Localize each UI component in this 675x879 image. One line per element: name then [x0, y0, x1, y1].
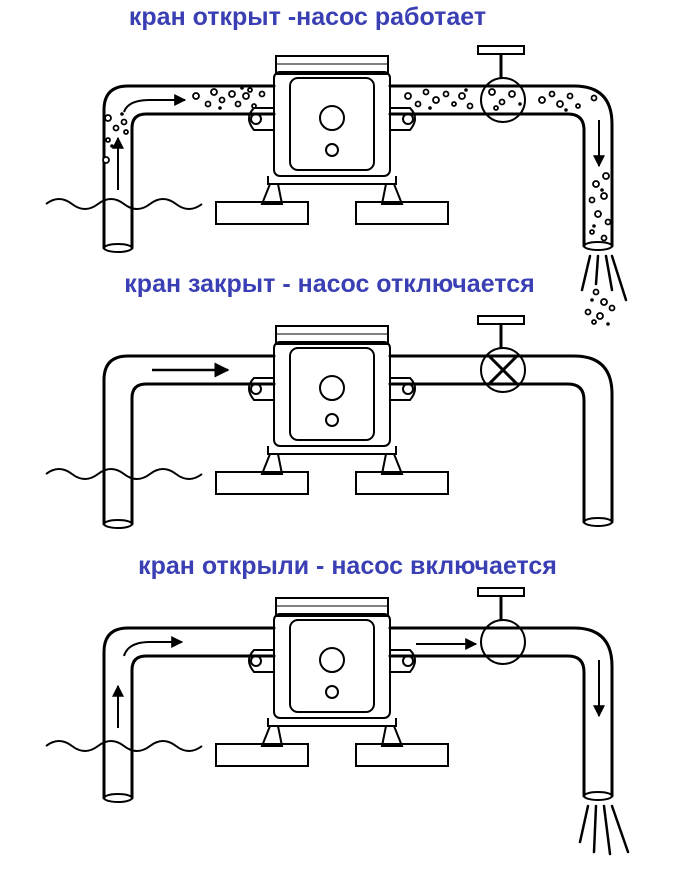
valve-open	[477, 45, 526, 123]
panel-stopped	[45, 315, 614, 529]
panel-starting	[45, 587, 630, 856]
valve-closed	[477, 315, 526, 393]
panel-running	[45, 45, 628, 326]
valve-open	[477, 587, 526, 665]
pump-body	[215, 55, 449, 225]
caption-pump-running: кран открыт -насос работает	[128, 3, 487, 31]
caption-pump-starting: кран открыли - насос включается	[138, 552, 557, 580]
caption-pump-stopping: кран закрыт - насос отключается	[124, 270, 535, 298]
air-bubbles	[102, 86, 616, 326]
pump-body	[215, 597, 449, 767]
pump-body	[215, 325, 449, 495]
